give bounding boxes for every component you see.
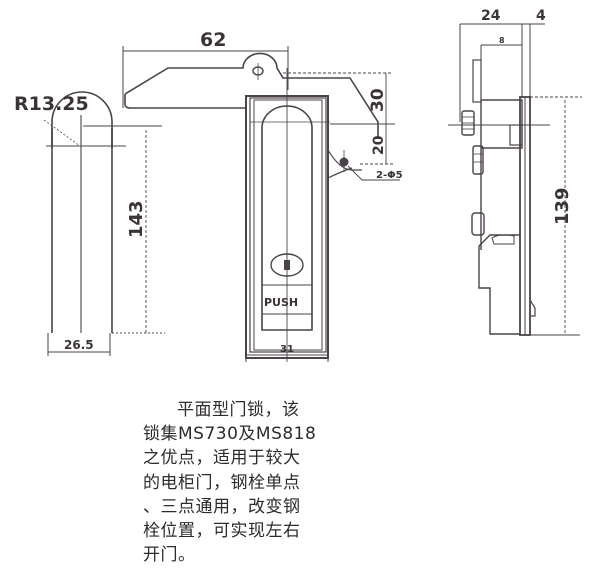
handle-height-label: 143 <box>126 200 147 238</box>
description-line: 之优点，适用于较大 <box>143 448 301 469</box>
description-line: 的电柜门，钢栓单点 <box>143 472 301 493</box>
radius-label: R13.25 <box>14 93 89 115</box>
upper-offset-label: 30 <box>368 88 388 112</box>
handle-width-label: 26.5 <box>64 338 94 352</box>
description-line: 平面型门锁，该 <box>177 400 300 420</box>
side-height-label: 139 <box>552 187 573 225</box>
description-line: 栓位置，可实现左右 <box>143 521 301 542</box>
description-line: 锁集MS730及MS818 <box>143 424 317 445</box>
lever-length-label: 62 <box>200 29 226 51</box>
front-view <box>122 46 400 362</box>
body-width-label: 31 <box>280 344 294 355</box>
lower-offset-label: 20 <box>371 135 387 155</box>
plate-label: 4 <box>536 8 546 24</box>
technical-drawing: R13.25 143 26.5 62 30 20 2-Φ5 PUSH 31 24… <box>14 8 582 362</box>
hole-label: 2-Φ5 <box>376 170 403 181</box>
handle-side-view <box>43 91 165 356</box>
inner-label: 8 <box>499 36 505 45</box>
description-line: 、三点通用，改变钢 <box>143 496 301 517</box>
push-label: PUSH <box>264 296 298 309</box>
depth-label: 24 <box>481 8 501 24</box>
product-description: 平面型门锁，该 锁集MS730及MS818 之优点，适用于较大 的电柜门，钢栓单… <box>143 398 343 567</box>
side-view <box>448 23 582 336</box>
description-line: 开门。 <box>143 545 196 566</box>
